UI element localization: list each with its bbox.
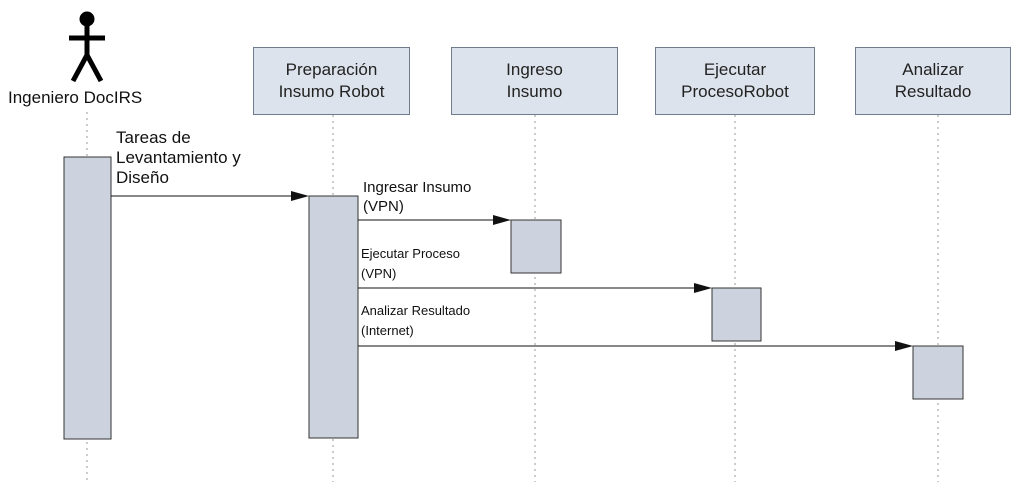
lifeline-preparacion-header: Preparación Insumo Robot: [253, 47, 410, 115]
message-1-line3: Diseño: [116, 168, 169, 187]
message-label-1: Tareas de Levantamiento y Diseño: [116, 128, 241, 188]
message-2-line1: Ingresar Insumo: [363, 179, 472, 196]
lifeline-ingreso-header: Ingreso Insumo: [451, 47, 618, 115]
message-label-4: Analizar Resultado (Internet): [361, 301, 470, 341]
message-3-line1: Ejecutar Proceso: [361, 246, 460, 261]
message-label-2: Ingresar Insumo (VPN): [363, 178, 471, 216]
lifeline-analizar-header: Analizar Resultado: [855, 47, 1011, 115]
message-label-3: Ejecutar Proceso (VPN): [361, 244, 460, 284]
lifeline-analizar-line1: Analizar: [902, 60, 964, 79]
lifeline-preparacion-line1: Preparación: [285, 60, 378, 79]
activation-ingreso: [510, 219, 562, 274]
message-2-line2: (VPN): [363, 198, 404, 215]
message-1-line1: Tareas de: [116, 128, 191, 147]
message-4-line2: (Internet): [361, 323, 414, 338]
activation-analizar: [912, 345, 964, 400]
message-arrow-4: [358, 341, 913, 351]
lifeline-ingreso-line1: Ingreso: [506, 60, 563, 79]
activation-actor: [63, 156, 112, 440]
stick-figure-icon: [69, 11, 105, 83]
lifeline-ejecutar-line2: ProcesoRobot: [681, 82, 789, 101]
lifeline-preparacion-line2: Insumo Robot: [278, 82, 385, 101]
activation-preparacion: [308, 195, 359, 439]
message-arrow-3: [358, 283, 712, 293]
lifeline-analizar-line2: Resultado: [894, 82, 972, 101]
lifeline-ejecutar-line1: Ejecutar: [703, 60, 767, 79]
lifeline-ingreso-line2: Insumo: [506, 82, 563, 101]
activation-ejecutar: [711, 287, 762, 342]
message-3-line2: (VPN): [361, 266, 397, 281]
message-arrow-2: [358, 215, 511, 225]
lifeline-ejecutar-header: Ejecutar ProcesoRobot: [655, 47, 815, 115]
message-1-line2: Levantamiento y: [116, 148, 241, 167]
actor-label: Ingeniero DocIRS: [8, 88, 143, 107]
message-arrow-1: [111, 191, 309, 201]
message-4-line1: Analizar Resultado: [361, 303, 471, 318]
